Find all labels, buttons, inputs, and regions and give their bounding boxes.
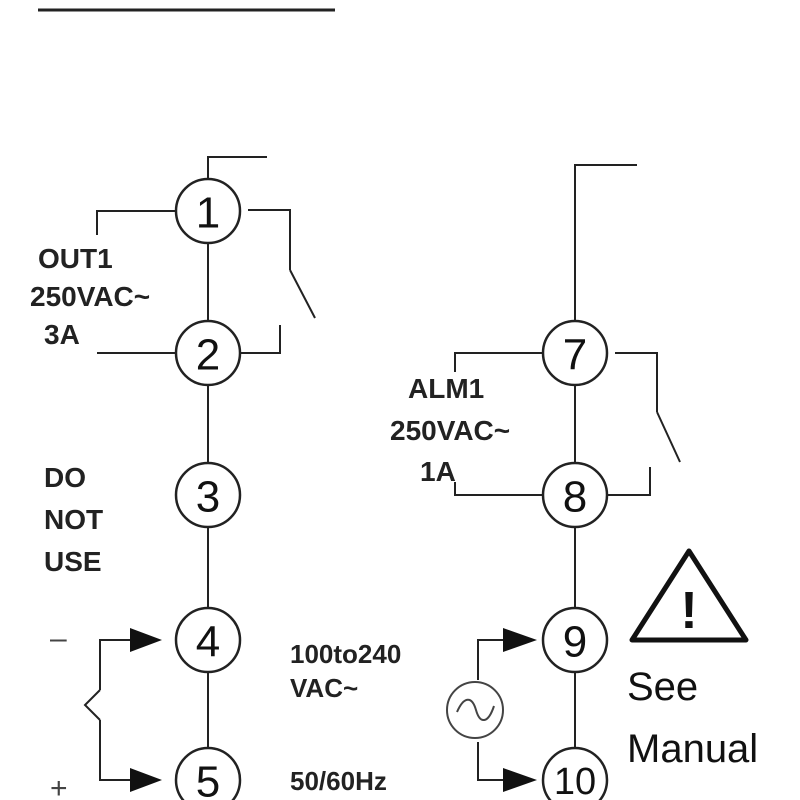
alm1-label: ALM1 250VAC~ 1A	[390, 373, 510, 487]
arrow-to-terminal-10	[503, 768, 537, 792]
minus-sign: –	[50, 622, 67, 655]
alm1-label-line-1: ALM1	[408, 373, 484, 404]
out1-label-line-3: 3A	[44, 319, 80, 350]
see-manual-line-2: Manual	[627, 727, 758, 771]
do-not-use-line-1: DO	[44, 462, 86, 493]
alm1-label-line-3: 1A	[420, 456, 456, 487]
sensor-input-wiring	[83, 628, 162, 792]
power-label: 100to240 VAC~ 50/60Hz	[290, 639, 401, 796]
terminal-9: 9	[541, 606, 609, 674]
out1-label-line-2: 250VAC~	[30, 281, 150, 312]
terminal-4-number: 4	[196, 618, 220, 667]
terminal-5: 5	[174, 746, 242, 800]
terminal-8-number: 8	[563, 473, 587, 522]
power-input-wiring	[446, 628, 537, 792]
do-not-use-line-3: USE	[44, 546, 102, 577]
see-manual-line-1: See	[627, 665, 698, 709]
out1-label: OUT1 250VAC~ 3A	[30, 243, 150, 350]
terminal-1: 1	[174, 177, 242, 245]
terminal-2-number: 2	[196, 331, 220, 380]
power-label-line-2: VAC~	[290, 673, 358, 703]
terminal-10: 10	[541, 746, 609, 800]
power-label-line-1: 100to240	[290, 639, 401, 669]
terminal-4: 4	[174, 606, 242, 674]
out1-label-line-1: OUT1	[38, 243, 113, 274]
plus-sign: +	[50, 772, 68, 800]
power-label-line-3: 50/60Hz	[290, 766, 387, 796]
terminal-1-number: 1	[196, 189, 220, 238]
warning-mark: !	[680, 582, 697, 640]
terminal-9-number: 9	[563, 618, 587, 667]
ac-source-icon	[446, 681, 504, 739]
warning-triangle-icon: !	[629, 548, 749, 643]
alm1-label-line-2: 250VAC~	[390, 415, 510, 446]
terminal-10-number: 10	[554, 761, 596, 800]
terminal-3-number: 3	[196, 473, 220, 522]
terminal-5-number: 5	[196, 758, 220, 800]
arrow-to-terminal-4	[130, 628, 162, 652]
arrow-to-terminal-5	[130, 768, 162, 792]
terminal-7-number: 7	[563, 331, 587, 380]
terminal-2: 2	[174, 319, 242, 387]
arrow-to-terminal-9	[503, 628, 537, 652]
see-manual-label: See Manual	[627, 665, 758, 771]
terminal-7: 7	[541, 319, 609, 387]
left-column-wiring	[96, 156, 316, 748]
do-not-use-line-2: NOT	[44, 504, 103, 535]
terminal-3: 3	[174, 461, 242, 529]
right-column-wiring	[454, 164, 681, 748]
terminal-8: 8	[541, 461, 609, 529]
do-not-use-label: DO NOT USE	[44, 462, 103, 577]
